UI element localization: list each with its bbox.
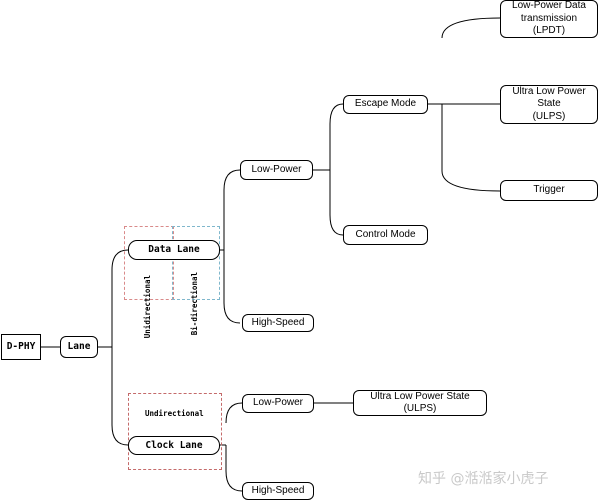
node-clock-high-speed: High-Speed — [242, 482, 314, 500]
connector-datalane-branches — [220, 169, 241, 324]
bidirectional-box — [172, 226, 220, 300]
node-high-speed: High-Speed — [242, 314, 314, 332]
node-lpdt: Low-Power Data transmission (LPDT) — [500, 0, 598, 38]
node-clock-low-power: Low-Power — [242, 394, 314, 413]
connector-clocklane-branches — [220, 402, 243, 492]
node-clock-lane: Clock Lane — [128, 436, 220, 455]
label-data-unidirectional: Unidirectional — [143, 275, 152, 339]
node-clock-ulps: Ultra Low Power State (ULPS) — [353, 390, 487, 416]
node-escape-mode: Escape Mode — [343, 95, 428, 114]
node-data-lane: Data Lane — [128, 240, 220, 260]
watermark: 知乎 @湉湉家小虎子 — [418, 471, 549, 487]
node-control-mode: Control Mode — [343, 225, 428, 245]
connector-lowpower-branches — [313, 103, 344, 236]
node-ulps: Ultra Low Power State (ULPS) — [500, 85, 598, 124]
clock-unidirectional-box — [128, 393, 222, 470]
node-dphy: D-PHY — [1, 334, 41, 360]
node-low-power: Low-Power — [240, 160, 313, 180]
unidirectional-box — [124, 226, 174, 300]
connector-escape-branches — [428, 17, 501, 192]
label-clock-unidirectional: Undirectional — [145, 409, 204, 418]
node-trigger: Trigger — [500, 180, 598, 201]
node-lane: Lane — [60, 336, 98, 358]
label-data-bidirectional: Bi-directional — [190, 272, 199, 336]
